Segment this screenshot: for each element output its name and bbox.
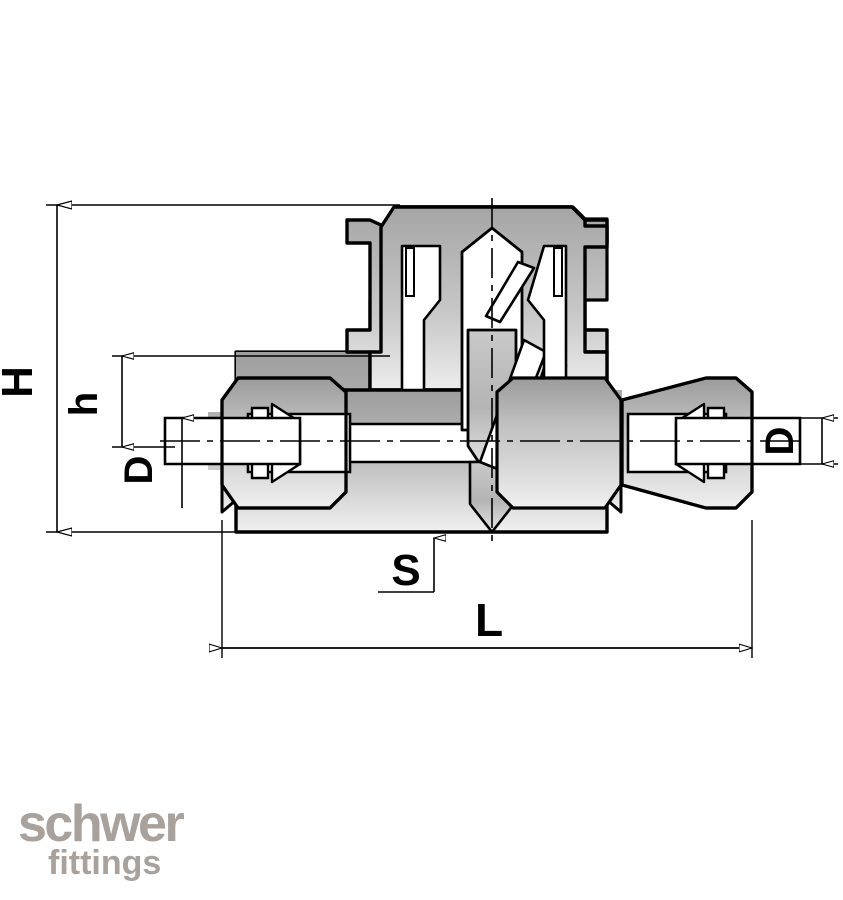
dimension-label-H: H	[0, 366, 42, 398]
bonnet-thread-right	[553, 247, 563, 297]
dimension-H: H	[0, 205, 400, 532]
brand-name-sub: fittings	[48, 844, 162, 882]
brand-name-main: schwer	[18, 795, 185, 853]
dimension-S: S	[378, 538, 434, 595]
dimension-label-D-left: D	[117, 456, 161, 485]
left-nut-overlay	[220, 376, 348, 510]
dimension-label-L: L	[475, 594, 503, 646]
dimension-label-D-right: D	[758, 427, 802, 456]
bonnet-thread-left	[405, 247, 415, 297]
dimension-D-right: D	[752, 418, 838, 464]
brand-logo: schwer fittings	[18, 798, 278, 890]
dimension-label-h: h	[62, 392, 106, 416]
angled-wedge-upper	[484, 260, 536, 324]
dimension-label-S: S	[391, 546, 420, 595]
dimension-h: h	[62, 356, 390, 447]
dimension-L: L	[222, 520, 752, 658]
right-nut-body	[495, 376, 623, 510]
right-nut-overlay	[620, 376, 754, 510]
dimension-D-left: D	[117, 418, 230, 508]
